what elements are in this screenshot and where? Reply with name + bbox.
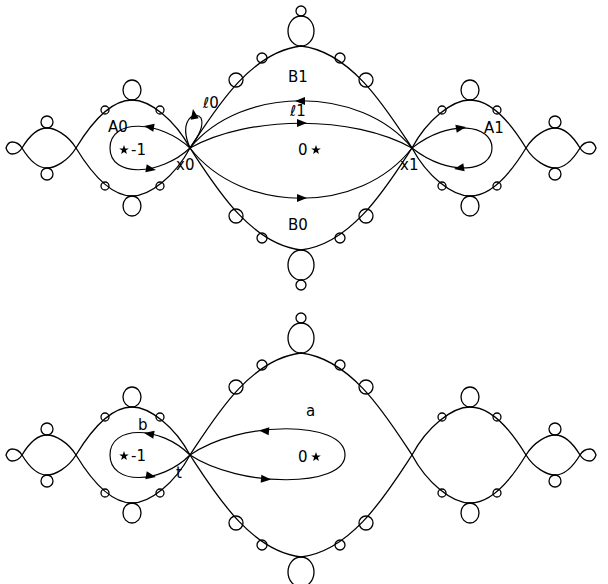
- label-x1: x1: [400, 158, 418, 173]
- label-x0: x0: [176, 158, 194, 173]
- label-point: -1: [131, 143, 146, 158]
- label-point: 0: [298, 450, 308, 465]
- label-b0: B0: [288, 218, 308, 233]
- label-b: b: [138, 418, 148, 433]
- label-a1: A1: [484, 121, 504, 136]
- label-a0: A0: [108, 120, 128, 135]
- label-point: -1: [131, 449, 146, 464]
- label-point: 0: [298, 143, 308, 158]
- label-a: a: [306, 404, 315, 419]
- label-t: t: [176, 466, 182, 481]
- label-ell0: ℓ0: [203, 96, 219, 111]
- label-ell1: ℓ1: [290, 104, 306, 119]
- label-b1: B1: [288, 70, 308, 85]
